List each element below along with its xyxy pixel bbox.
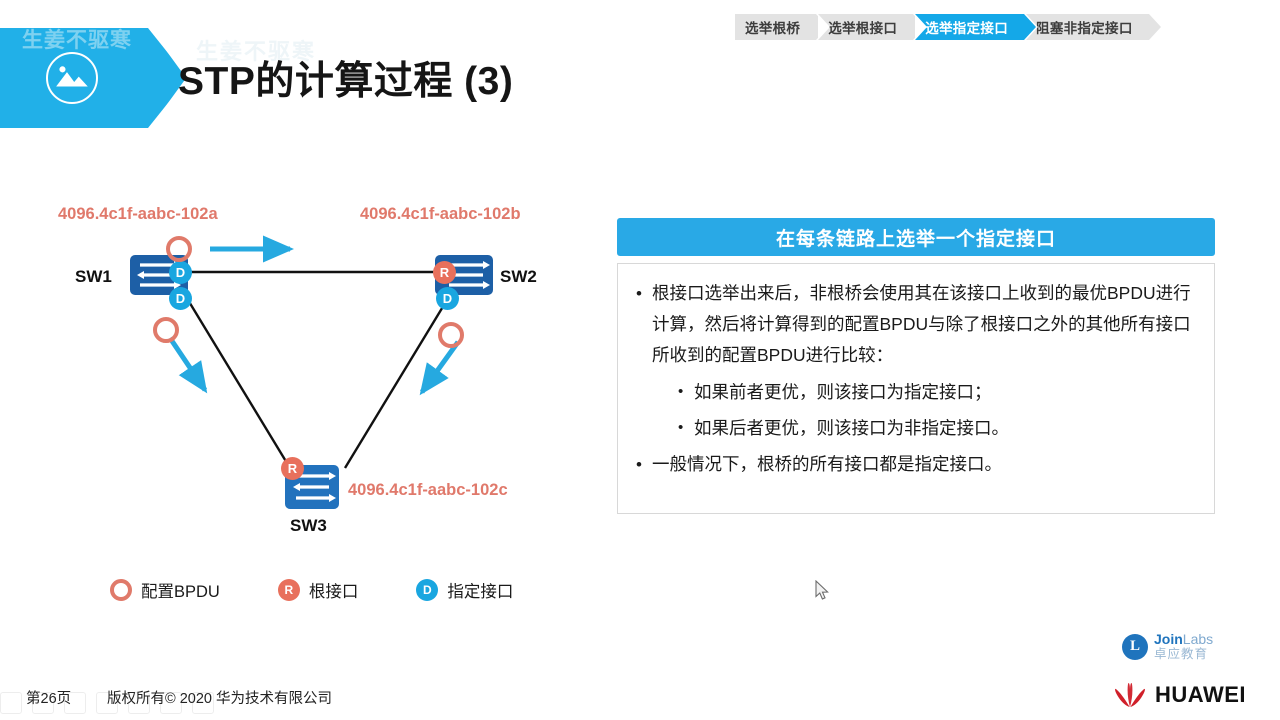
bullet-sub: 如果前者更优，则该接口为指定接口；: [632, 377, 1200, 407]
joinlabs-name-light: Labs: [1182, 631, 1214, 647]
link-sw1-sw3: [186, 299, 292, 469]
watermark-chip: [160, 692, 182, 714]
bullet-primary: 一般情况下，根桥的所有接口都是指定接口。: [632, 449, 1200, 480]
bullet-primary: 根接口选举出来后，非根桥会使用其在该接口上收到的最优BPDU进行计算，然后将计算…: [632, 278, 1200, 371]
joinlabs-chinese-name: 卓应教育: [1154, 647, 1209, 661]
mac-label-sw1: 4096.4c1f-aabc-102a: [58, 205, 218, 223]
photo-icon: [46, 52, 98, 104]
d-badge-icon: D: [416, 579, 439, 601]
step-label: 阻塞非指定接口: [1036, 21, 1133, 36]
step-label: 选举指定接口: [925, 21, 1009, 36]
mac-label-sw2: 4096.4c1f-aabc-102b: [360, 205, 521, 223]
port-badge-sw1-designated-1[interactable]: D: [169, 261, 192, 284]
legend-label: 根接口: [308, 583, 359, 601]
copyright-notice: 版权所有© 2020 华为技术有限公司: [107, 691, 332, 707]
step-elect-designated-port[interactable]: 选举指定接口: [915, 14, 1036, 40]
joinlabs-mark-icon: L: [1122, 633, 1148, 660]
port-badge-sw3-root[interactable]: R: [281, 457, 304, 480]
process-steps: 选举根桥 选举根接口 选举指定接口 阻塞非指定接口: [735, 14, 1161, 40]
port-badge-sw2-root[interactable]: R: [433, 261, 456, 284]
legend-label: 指定接口: [447, 583, 514, 601]
page-number: 第26页: [26, 691, 72, 707]
banner-chevron-lines: [154, 33, 194, 123]
banner-watermark: 生姜不驱寒: [22, 29, 132, 52]
port-badge-sw1-designated-2[interactable]: D: [169, 287, 192, 310]
topology-lines: [167, 235, 461, 469]
watermark-chip: [64, 692, 86, 714]
page-title: STP的计算过程 (3): [178, 60, 514, 103]
hollow-circle-icon: [110, 579, 132, 601]
huawei-flower-icon: [1115, 683, 1145, 707]
bullet-sub: 如果后者更优，则该接口为非指定接口。: [632, 413, 1200, 443]
bpdu-flow-arrow-sw1-down: [167, 336, 208, 394]
mac-label-sw3: 4096.4c1f-aabc-102c: [348, 481, 508, 499]
port-badge-sw2-designated[interactable]: D: [436, 287, 459, 310]
link-sw2-sw3: [343, 299, 449, 469]
title-banner-arrow: [148, 28, 188, 128]
r-badge-icon: R: [277, 579, 300, 601]
bpdu-marker-sw1-top: [166, 236, 192, 262]
joinlabs-logo: L JoinLabs 卓应教育: [1122, 632, 1213, 661]
step-block-nondesignated-port[interactable]: 阻塞非指定接口: [1026, 14, 1161, 40]
watermark-chip: [0, 692, 22, 714]
panel-header: 在每条链路上选举一个指定接口: [617, 218, 1215, 256]
huawei-wordmark: HUAWEI: [1155, 682, 1246, 707]
watermark-chip: [32, 692, 54, 714]
joinlabs-wordmark: JoinLabs: [1154, 632, 1213, 647]
legend-item-root-port: R 根接口: [277, 578, 359, 602]
step-label: 选举根接口: [828, 21, 898, 36]
step-elect-root-port[interactable]: 选举根接口: [818, 14, 926, 40]
mouse-cursor: [815, 580, 829, 600]
watermark-chip: [96, 692, 118, 714]
legend-item-bpdu: 配置BPDU: [110, 578, 220, 602]
switch-name-sw3: SW3: [290, 516, 327, 535]
bpdu-marker-sw2: [438, 322, 464, 348]
watermark-chip: [128, 692, 150, 714]
title-watermark: 生姜不驱寒: [196, 39, 317, 64]
switch-name-sw2: SW2: [500, 267, 537, 286]
legend: 配置BPDU R 根接口 D 指定接口: [110, 578, 513, 602]
step-elect-root-bridge[interactable]: 选举根桥: [735, 14, 829, 40]
legend-label: 配置BPDU: [141, 583, 220, 601]
network-topology-diagram: 4096.4c1f-aabc-102a SW1 D D 4096.4c1f-aa…: [0, 150, 610, 630]
huawei-logo: HUAWEI: [1113, 682, 1246, 708]
bpdu-flow-arrow-sw2-down: [419, 340, 461, 396]
legend-item-designated-port: D 指定接口: [416, 578, 513, 602]
watermark-chip: [192, 692, 214, 714]
panel-body: 根接口选举出来后，非根桥会使用其在该接口上收到的最优BPDU进行计算，然后将计算…: [617, 263, 1215, 514]
joinlabs-name-bold: Join: [1154, 631, 1183, 647]
bpdu-marker-sw1-bottom: [153, 317, 179, 343]
bottom-watermark-strip: [0, 692, 214, 714]
switch-name-sw1: SW1: [75, 267, 112, 286]
step-label: 选举根桥: [745, 21, 801, 36]
